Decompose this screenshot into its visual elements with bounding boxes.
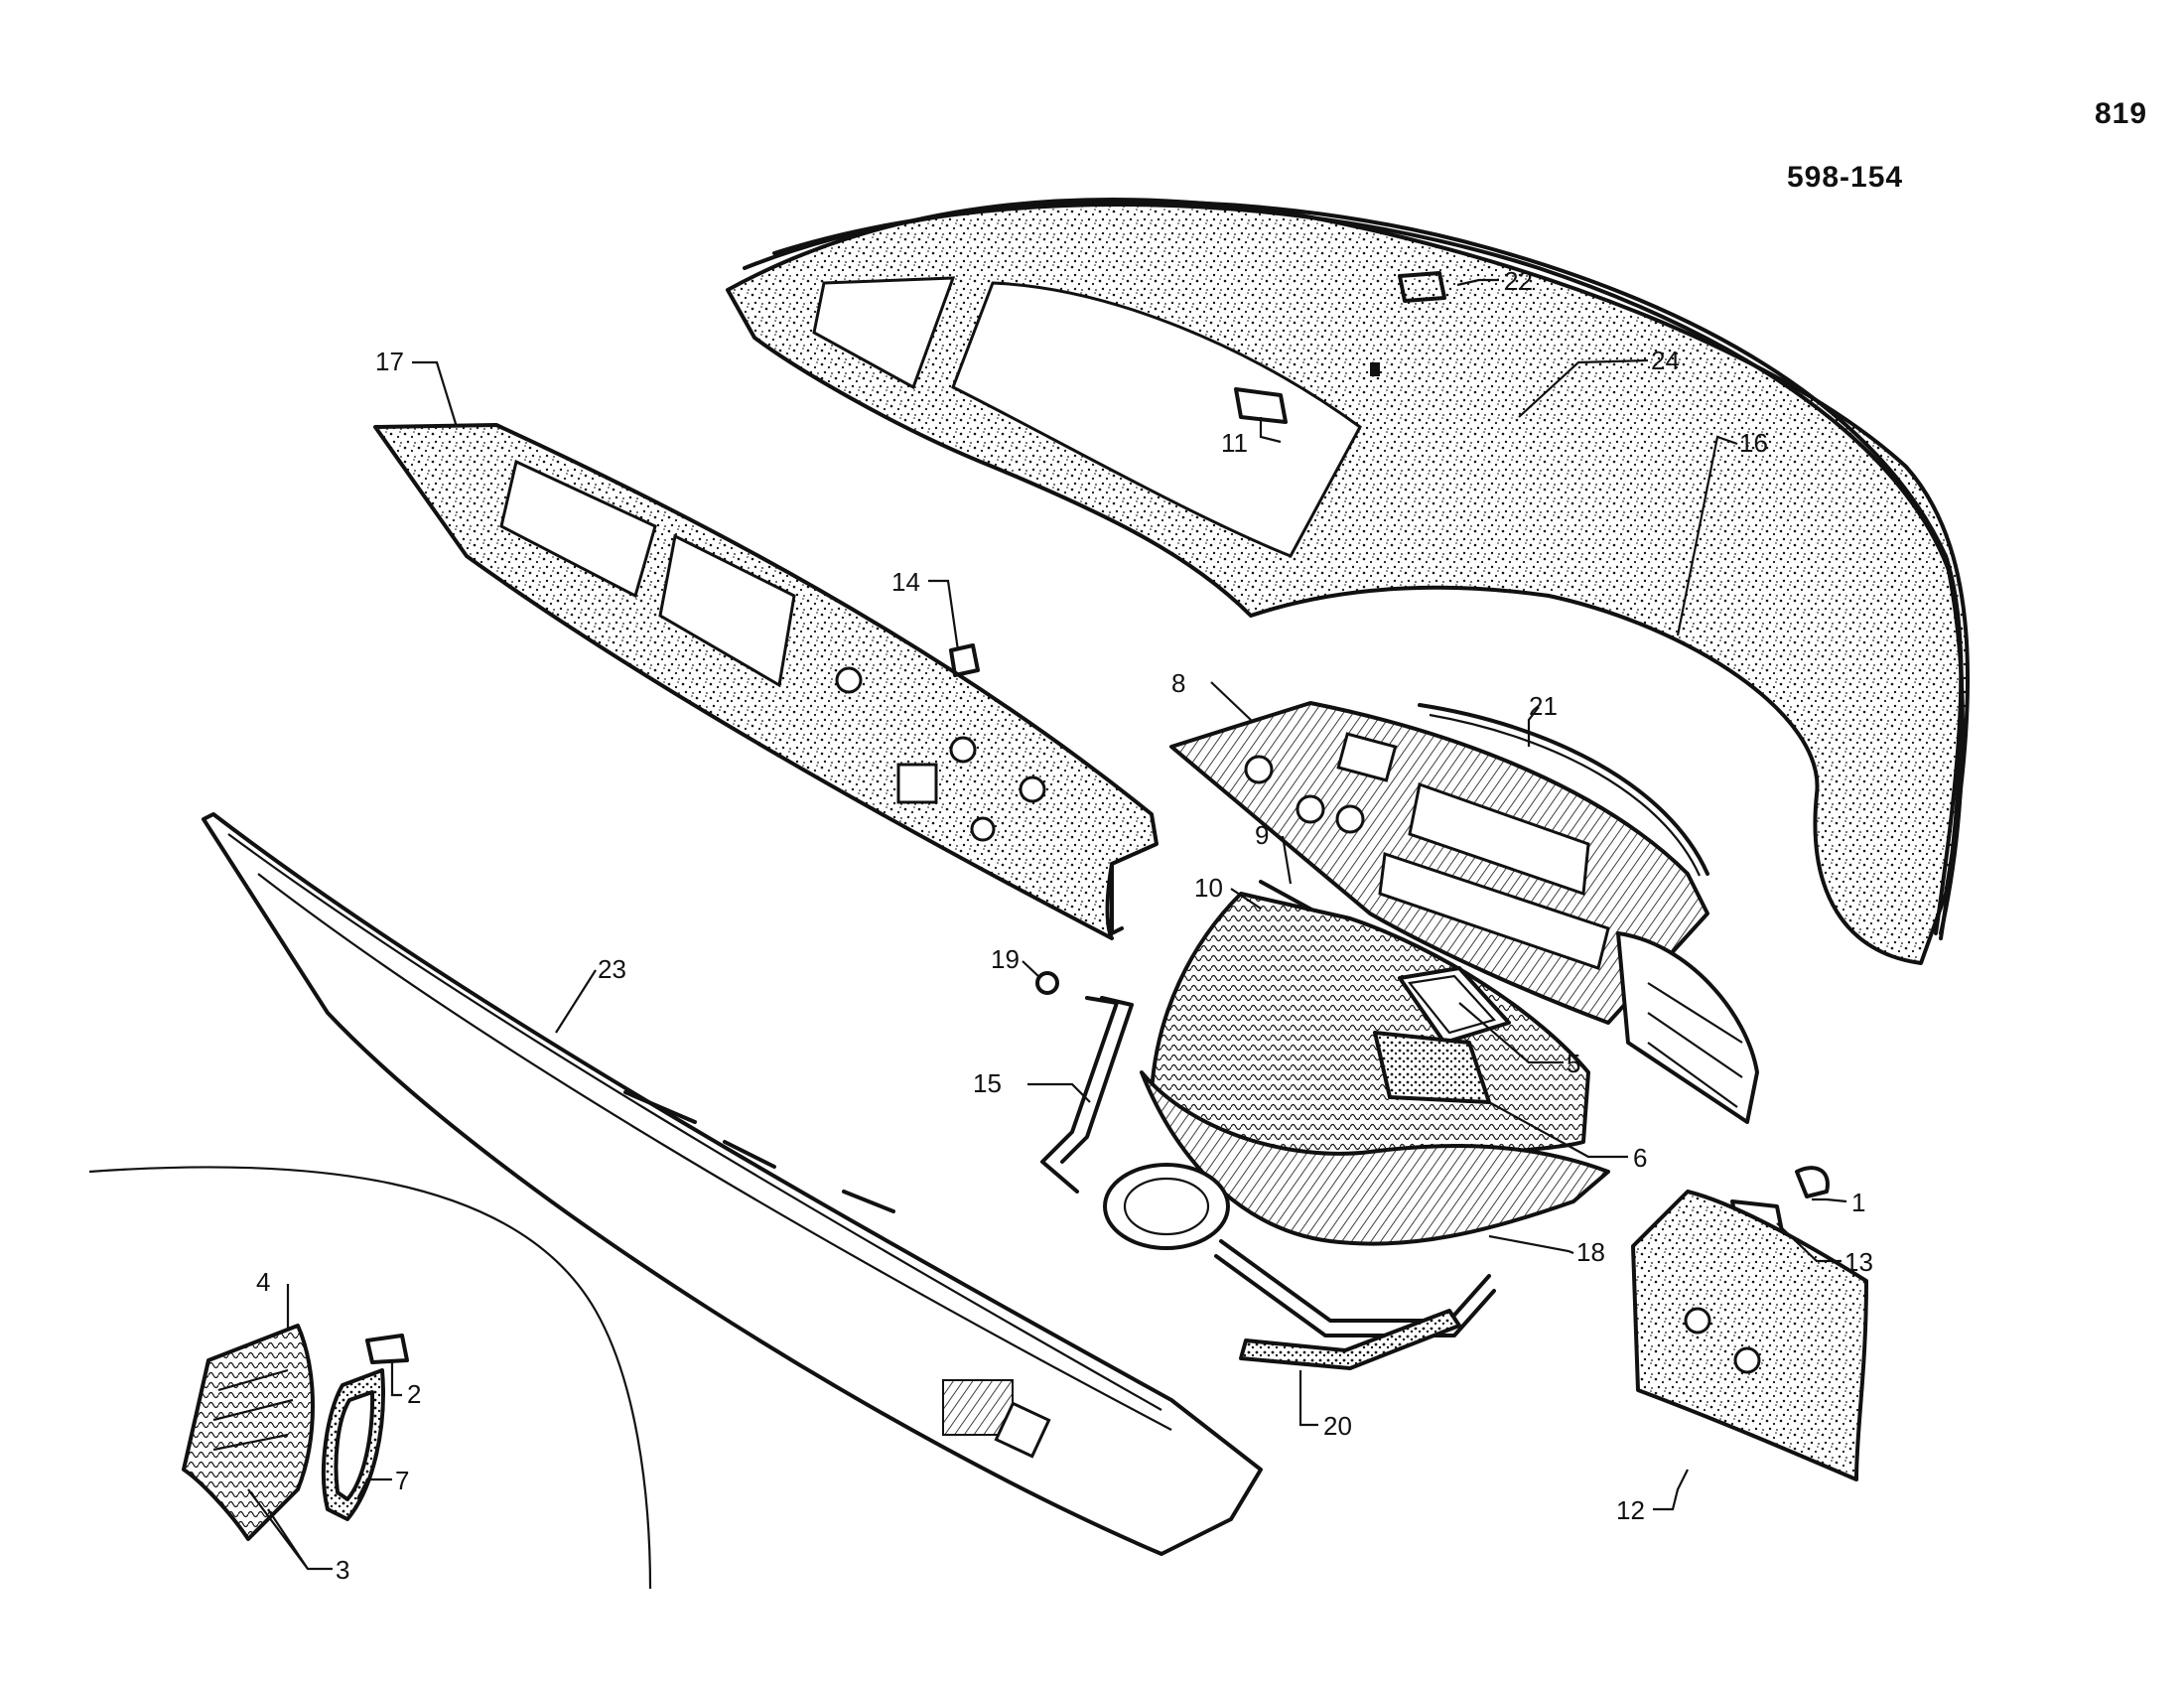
part-11-bracket bbox=[1234, 387, 1288, 424]
callout-22: 22 bbox=[1504, 266, 1533, 296]
callout-7: 7 bbox=[395, 1466, 409, 1495]
part-21-finisher-strip bbox=[1418, 703, 1709, 876]
callout-10: 10 bbox=[1194, 873, 1223, 903]
part-14-clip bbox=[949, 643, 980, 677]
leader-lines bbox=[247, 278, 1847, 1571]
callout-18: 18 bbox=[1576, 1237, 1605, 1267]
part-4-vent-housing bbox=[182, 1324, 315, 1541]
callout-8: 8 bbox=[1171, 668, 1185, 698]
callout-12: 12 bbox=[1616, 1495, 1645, 1525]
callout-1: 1 bbox=[1851, 1188, 1865, 1217]
part-1-knob bbox=[1795, 1166, 1830, 1198]
callout-16: 16 bbox=[1739, 428, 1768, 458]
callout-23: 23 bbox=[598, 954, 626, 984]
part-19-nut bbox=[1035, 971, 1059, 995]
callout-21: 21 bbox=[1529, 691, 1558, 721]
part-24-trim-strip bbox=[772, 203, 1964, 940]
callout-9: 9 bbox=[1255, 820, 1269, 850]
part-22-clip bbox=[1398, 271, 1446, 303]
steering-wheel-arc bbox=[88, 1166, 652, 1590]
part-8-instrument-bezel bbox=[1169, 701, 1759, 1124]
callout-4: 4 bbox=[256, 1267, 270, 1297]
part-12-side-panel bbox=[1631, 1190, 1868, 1481]
part-20-rubber-strip bbox=[1239, 1309, 1461, 1370]
part-2-clip bbox=[365, 1334, 409, 1364]
part-17-instrument-panel bbox=[373, 423, 1159, 940]
page-number: 819 bbox=[2095, 97, 2148, 130]
callout-15: 15 bbox=[973, 1068, 1002, 1098]
callout-6: 6 bbox=[1633, 1143, 1647, 1173]
part-23-lower-panel bbox=[202, 812, 1263, 1556]
callout-5: 5 bbox=[1567, 1049, 1580, 1078]
callout-14: 14 bbox=[891, 567, 920, 597]
callout-2: 2 bbox=[407, 1379, 421, 1409]
part-18-glove-box bbox=[1140, 1070, 1610, 1246]
callout-13: 13 bbox=[1844, 1247, 1873, 1277]
callout-3: 3 bbox=[336, 1555, 349, 1585]
callout-labels: 1 2 3 4 5 6 7 8 9 10 11 12 13 14 15 16 1… bbox=[256, 266, 1873, 1585]
callout-11: 11 bbox=[1221, 428, 1248, 458]
part-15-support-bracket bbox=[1040, 996, 1496, 1337]
callout-17: 17 bbox=[375, 347, 404, 376]
part-5-handle-recess bbox=[1398, 966, 1511, 1045]
part-7-gasket bbox=[322, 1368, 385, 1521]
callout-24: 24 bbox=[1651, 346, 1680, 375]
callout-20: 20 bbox=[1323, 1411, 1352, 1441]
reference-code: 598-154 bbox=[1787, 161, 1904, 194]
callout-19: 19 bbox=[991, 944, 1020, 974]
